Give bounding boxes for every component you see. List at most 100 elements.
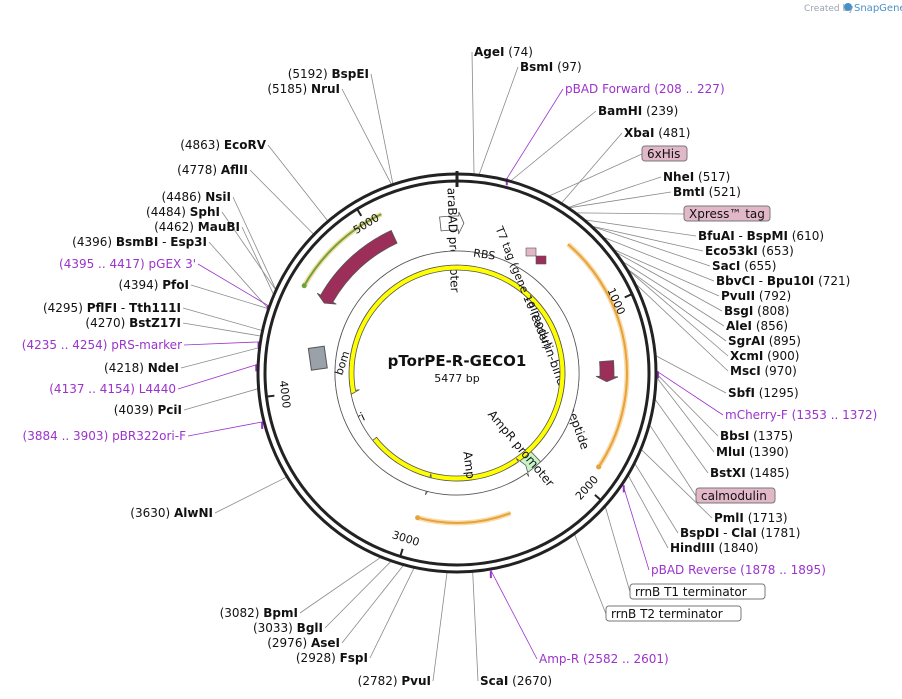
enzyme-label-msci: MscI (970) (730, 364, 797, 378)
enzyme-position: (1375) (749, 429, 793, 443)
primer-position: (2582 .. 2601) (579, 652, 669, 666)
primer-label-pbad-forward: pBAD Forward (208 .. 227) (565, 82, 725, 96)
enzyme-leader (569, 191, 672, 209)
primer-name: pBAD Forward (565, 82, 650, 96)
enzyme-label-agei: AgeI (74) (474, 45, 533, 59)
enzyme-position: (1840) (715, 541, 759, 555)
enzyme-label-bsmi: BsmI (97) (520, 60, 582, 74)
enzyme-leader (182, 307, 262, 331)
enzyme-position: (4295) (43, 301, 87, 315)
boxed-feature-label-rrnb-t1-terminator: rrnB T1 terminator (635, 585, 747, 599)
enzyme-position: (4394) (119, 278, 163, 292)
primer-leader (622, 484, 650, 571)
primer-name: L4440 (139, 382, 176, 396)
enzyme-leader (241, 226, 274, 295)
enzyme-name: BsgI (724, 304, 753, 318)
enzyme-name: MauBI (198, 220, 240, 234)
enzyme-name: ScaI (480, 674, 508, 688)
enzyme-name: NruI (311, 82, 340, 96)
plasmid-name: pTorPE-R-GECO1 (388, 352, 527, 370)
primer-label-pgex-3: (4395 .. 4417) pGEX 3' (59, 257, 196, 271)
enzyme-name: AlwNI (174, 506, 213, 520)
enzyme-leader (628, 475, 669, 549)
enzyme-position: (856) (752, 319, 788, 333)
enzyme-name: PvuI (401, 674, 431, 688)
enzyme-name: MscI (730, 364, 761, 378)
enzyme-position: (4270) (85, 316, 129, 330)
enzyme-leader (324, 561, 391, 629)
his-tag-marker (535, 255, 547, 265)
enzyme-name: Eco53kI (705, 244, 758, 258)
enzyme-position: (2782) (358, 674, 402, 688)
enzyme-label-xbai: XbaI (481) (624, 126, 691, 140)
enzyme-leader (654, 399, 709, 474)
enzyme-leader (180, 347, 259, 369)
primer-position: (4235 .. 4254) (22, 338, 112, 352)
feature-arrow (439, 211, 465, 235)
enzyme-name: PciI (158, 403, 183, 417)
tick-mark (624, 293, 633, 299)
enzyme-name: NheI (663, 170, 694, 184)
enzyme-label-sphi: (4484) SphI (146, 205, 220, 219)
enzyme-position: (1295) (755, 386, 799, 400)
enzyme-leader (585, 219, 697, 237)
enzyme-position: (4039) (114, 403, 158, 417)
enzyme-separator: - (719, 526, 731, 540)
tick-mark (266, 394, 275, 398)
enzyme-position: (74) (504, 45, 532, 59)
t7-tag-label: T7 tag (gene 10 leader) (492, 224, 553, 351)
enzyme-label-nrui: (5185) NruI (267, 82, 340, 96)
enzyme-leader (623, 261, 725, 327)
enzyme-position: (4863) (180, 138, 224, 152)
enzyme-label-pflfi: (4295) PflFI - Tth111I (43, 301, 181, 315)
enzyme-name: SacI (712, 259, 740, 273)
enzyme-position: (3033) (253, 621, 297, 635)
boxed-feature-box (641, 145, 688, 162)
enzyme-position: (4218) (104, 361, 148, 375)
enzyme-position: (970) (761, 364, 797, 378)
enzyme-label-bspdi: BspDI - ClaI (1781) (680, 526, 800, 540)
primer-label-l4440: (4137 .. 4154) L4440 (49, 382, 176, 396)
boxed-feature-label-xpress-tag: Xpress™ tag (689, 207, 765, 221)
enzyme-label-bmti: BmtI (521) (673, 185, 741, 199)
primer-name: Amp-R (539, 652, 579, 666)
enzyme-label-alwni: (3630) AlwNI (130, 506, 213, 520)
enzyme-name: BfuAI (698, 229, 735, 243)
enzyme-leader (183, 388, 258, 411)
enzyme-label-bsmbi: (4396) BsmBI - Esp3I (72, 235, 207, 249)
enzyme-leader (369, 568, 415, 659)
boxed-feature-leader (574, 534, 607, 615)
enzyme-position: (895) (765, 334, 801, 348)
boxed-feature-box (605, 605, 742, 622)
enzyme-label-alei: AleI (856) (726, 319, 788, 333)
enzyme-leader (656, 377, 715, 453)
enzyme-leader (636, 284, 729, 372)
enzyme-leader (472, 572, 479, 682)
green-span-arc-arrowhead (301, 283, 307, 289)
enzyme-position: (517) (694, 170, 730, 184)
tick-label: 3000 (390, 528, 421, 549)
enzyme-position: (4486) (162, 190, 206, 204)
enzyme-position: (1781) (757, 526, 801, 540)
enzyme-leader (299, 557, 381, 614)
primer-label-mcherry-f: mCherry-F (1353 .. 1372) (725, 408, 877, 422)
boxed-feature-box (683, 205, 771, 222)
enzyme-position: (808) (753, 304, 789, 318)
primer-label-amp-r: Amp-R (2582 .. 2601) (539, 652, 669, 666)
enzyme-position: (610) (788, 229, 824, 243)
boxed-feature-box (629, 583, 766, 600)
enzyme-label-fspi: (2928) FspI (296, 651, 368, 665)
enzyme-name: MluI (716, 445, 745, 459)
enzyme-name: NsiI (205, 190, 231, 204)
enzyme-position: (5192) (288, 67, 332, 81)
enzyme-position: (3082) (220, 606, 264, 620)
enzyme-label-pvuii: PvuII (792) (721, 289, 791, 303)
feature-arrow (316, 229, 398, 305)
enzyme-name-alt: BspMI (747, 229, 788, 243)
enzyme-name: AleI (726, 319, 752, 333)
enzyme-label-saci: SacI (655) (712, 259, 776, 273)
enzyme-leader (370, 73, 394, 184)
enzyme-label-bspei: (5192) BspEI (288, 67, 369, 81)
enzyme-label-bsgi: BsgI (808) (724, 304, 789, 318)
plasmid-size: 5477 bp (434, 372, 479, 385)
